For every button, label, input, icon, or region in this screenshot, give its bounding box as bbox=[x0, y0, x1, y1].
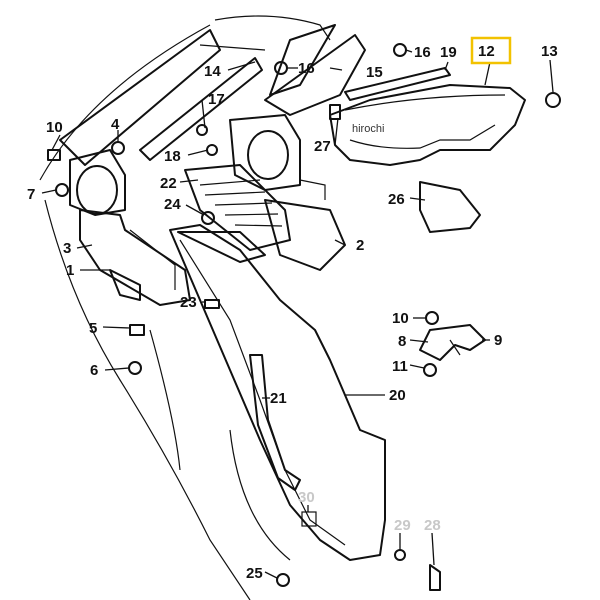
part-label-10[interactable]: 10 bbox=[46, 119, 63, 136]
part-label-4[interactable]: 4 bbox=[111, 116, 120, 133]
rear-trim-12 bbox=[329, 84, 526, 166]
part-label-23[interactable]: 23 bbox=[180, 294, 197, 311]
body-outline bbox=[39, 15, 331, 600]
strip-21 bbox=[249, 354, 301, 491]
part-label-21[interactable]: 21 bbox=[270, 390, 287, 407]
part-label-11[interactable]: 11 bbox=[392, 358, 408, 375]
speaker-housing-right bbox=[229, 114, 326, 200]
part-label-12[interactable]: 12 bbox=[478, 43, 495, 60]
part-label-17[interactable]: 17 bbox=[208, 91, 225, 108]
part-label-2[interactable]: 2 bbox=[356, 237, 364, 254]
part-label-1[interactable]: 1 bbox=[66, 262, 74, 279]
watermark-text: hirochi bbox=[352, 123, 384, 135]
vent-22 bbox=[184, 164, 291, 251]
leader-lines bbox=[41, 49, 554, 579]
part-label-15[interactable]: 15 bbox=[366, 64, 383, 81]
cover-26 bbox=[419, 181, 481, 233]
bracket-9 bbox=[419, 324, 486, 361]
part-label-7[interactable]: 7 bbox=[27, 186, 35, 203]
panel-3 bbox=[79, 209, 191, 306]
part-label-28[interactable]: 28 bbox=[424, 517, 441, 534]
part-label-19[interactable]: 19 bbox=[440, 44, 457, 61]
part-label-24[interactable]: 24 bbox=[164, 196, 181, 213]
part-label-18[interactable]: 18 bbox=[164, 148, 181, 165]
part-label-22[interactable]: 22 bbox=[160, 175, 177, 192]
part-label-9[interactable]: 9 bbox=[494, 332, 502, 349]
part-label-26[interactable]: 26 bbox=[388, 191, 405, 208]
part-label-5[interactable]: 5 bbox=[89, 320, 97, 337]
strip-19 bbox=[344, 67, 451, 101]
part-label-30[interactable]: 30 bbox=[298, 489, 315, 506]
bracket-2 bbox=[264, 199, 346, 271]
part-label-8[interactable]: 8 bbox=[398, 333, 406, 350]
part-label-10[interactable]: 10 bbox=[392, 310, 409, 327]
pillar-trim-14 bbox=[59, 29, 266, 166]
part-label-13[interactable]: 13 bbox=[541, 43, 558, 60]
part-label-20[interactable]: 20 bbox=[389, 387, 406, 404]
part-labels: 10 4 7 3 1 5 6 14 17 18 22 24 23 16 15 1… bbox=[27, 43, 558, 582]
part-label-25[interactable]: 25 bbox=[246, 565, 263, 582]
part-label-27[interactable]: 27 bbox=[314, 138, 331, 155]
part-label-6[interactable]: 6 bbox=[90, 362, 98, 379]
part-label-29[interactable]: 29 bbox=[394, 517, 411, 534]
part-label-14[interactable]: 14 bbox=[204, 63, 221, 80]
upper-trim-15 bbox=[264, 24, 366, 116]
part-label-16[interactable]: 16 bbox=[298, 60, 315, 77]
part-label-16[interactable]: 16 bbox=[414, 44, 431, 61]
speaker-housing-left bbox=[69, 149, 126, 216]
highlight-box bbox=[470, 36, 512, 65]
part-label-3[interactable]: 3 bbox=[63, 240, 71, 257]
